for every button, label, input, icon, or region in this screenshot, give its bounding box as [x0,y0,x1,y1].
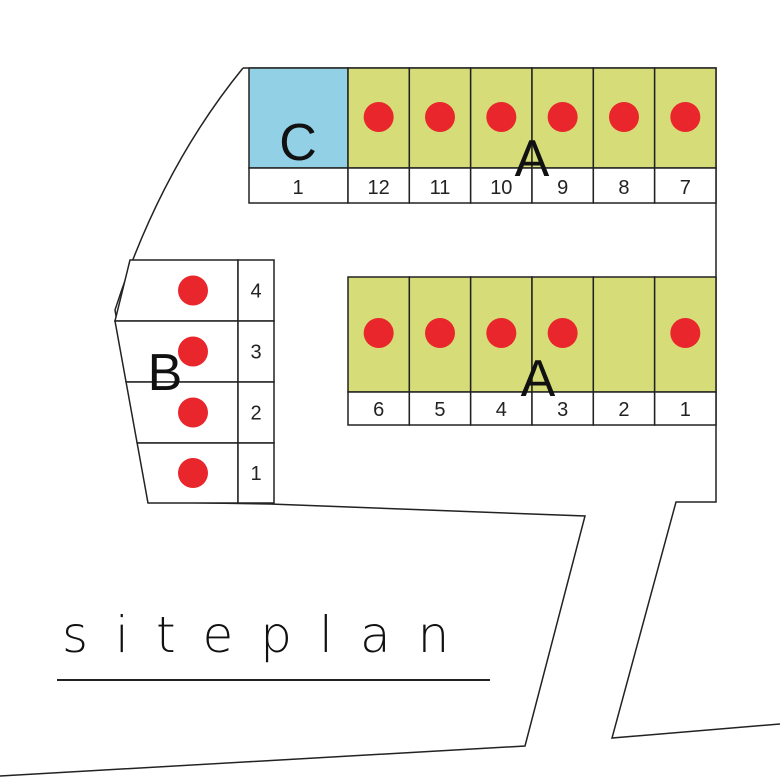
plot-a-9-number-cell[interactable] [531,167,595,204]
sold-marker [178,397,208,428]
plot-number: 8 [618,177,629,199]
sold-marker [363,318,394,348]
page-title: siteplan [62,606,477,664]
plot-number: 4 [250,281,261,303]
zone-label-b: B [148,344,183,402]
sold-marker [178,336,208,367]
zone-label-a-top: A [515,130,550,188]
plot-a-2[interactable] [592,276,656,393]
plot-number: 9 [557,177,568,199]
plot-a-6-number-cell[interactable] [347,391,411,426]
plot-number: 2 [618,399,629,421]
title-underline [57,679,490,681]
plot-c-1[interactable] [248,67,349,169]
plot-a-4-number-cell[interactable] [469,391,533,426]
plot-number: 7 [680,177,691,199]
plot-b-2-number-cell[interactable] [237,381,275,444]
plot-number: 12 [368,177,390,199]
plot-a-1-number-cell[interactable] [653,391,717,426]
sold-marker [608,102,639,132]
plot-a-12-number-cell[interactable] [347,167,411,204]
plot-number: 10 [490,177,512,199]
zone-label-a-bottom: A [521,350,556,408]
plot-number: 5 [434,399,445,421]
plot-a-11-number-cell[interactable] [408,167,472,204]
sold-marker [486,318,517,348]
plot-a-5-number-cell[interactable] [408,391,472,426]
plot-number: 4 [496,399,507,421]
sold-marker [178,458,208,488]
plot-b-3-number-cell[interactable] [237,320,275,383]
plot-a-7-number-cell[interactable] [653,167,717,204]
sold-marker [670,102,701,132]
plot-number: 11 [430,177,451,199]
plot-c-1-number: 1 [292,177,303,199]
sold-marker [547,318,578,348]
plot-number: 1 [250,463,261,485]
sold-marker [486,102,517,132]
zone-label-c: C [279,114,317,172]
plot-number: 6 [373,399,384,421]
plot-number: 1 [680,399,691,421]
sold-marker [363,102,394,132]
plot-number: 3 [250,342,261,364]
plot-number: 3 [557,399,568,421]
sold-marker [178,275,208,306]
plot-b-4[interactable] [114,259,239,322]
sold-marker [424,318,455,348]
sold-marker [424,102,455,132]
plot-a-3-number-cell[interactable] [531,391,595,426]
plot-b-4-number-cell[interactable] [237,259,275,322]
sold-marker [547,102,578,132]
sold-marker [670,318,701,348]
plot-number: 2 [250,403,261,425]
plot-b-1-number-cell[interactable] [237,442,275,504]
